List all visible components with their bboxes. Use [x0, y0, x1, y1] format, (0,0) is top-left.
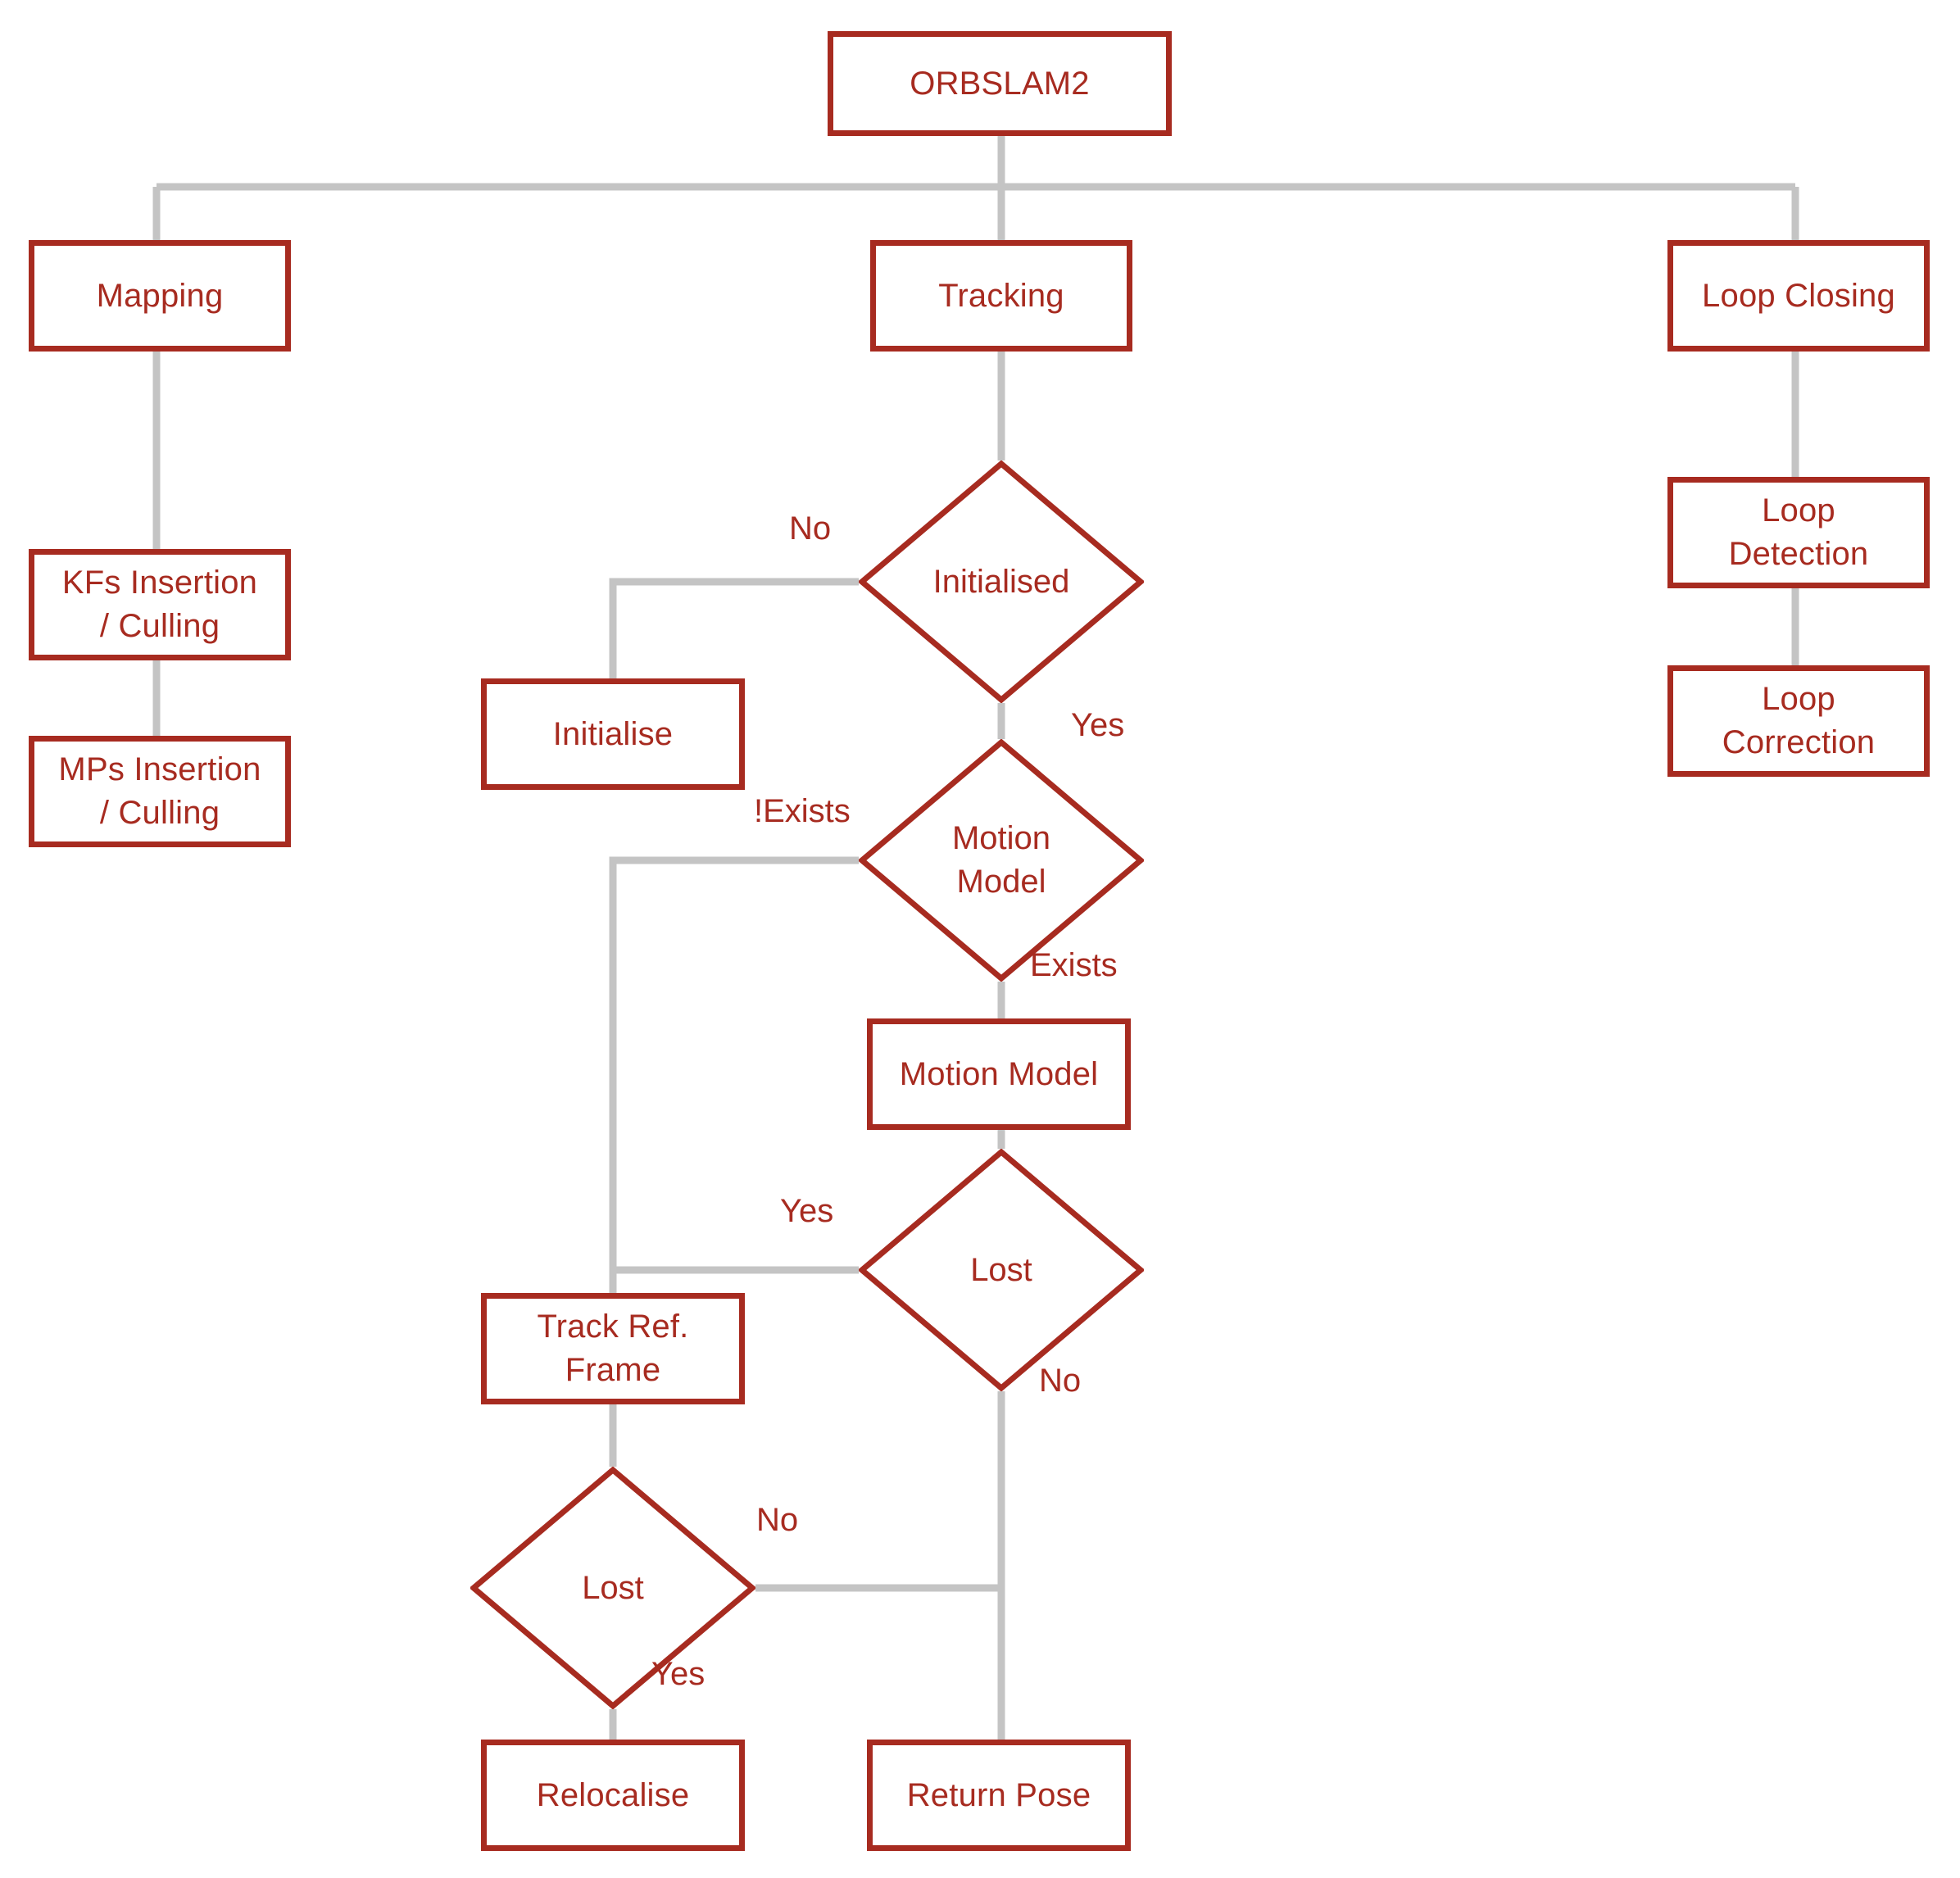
node-loop-detection[interactable]: Loop Detection — [1667, 477, 1930, 588]
edge-label-not-exists: !Exists — [754, 793, 851, 829]
edge-label-yes-initialised: Yes — [1071, 707, 1125, 743]
node-loop-closing[interactable]: Loop Closing — [1667, 240, 1930, 352]
node-orbslam2[interactable]: ORBSLAM2 — [828, 31, 1172, 136]
node-lost-after-track-ref-label: Lost — [582, 1569, 644, 1606]
node-mapping[interactable]: Mapping — [29, 240, 291, 352]
node-mps-insertion-culling[interactable]: MPs Insertion / Culling — [29, 736, 291, 847]
node-initialise[interactable]: Initialise — [481, 678, 745, 790]
edge-label-no-initialised: No — [789, 510, 832, 547]
edge-label-no-lost-2: No — [756, 1502, 799, 1538]
edge-label-yes-lost-1: Yes — [780, 1193, 834, 1229]
node-motion-model-decision[interactable]: Motion Model — [859, 739, 1144, 982]
node-relocalise[interactable]: Relocalise — [481, 1740, 745, 1851]
node-loop-correction[interactable]: Loop Correction — [1667, 665, 1930, 777]
diamond-shape-motion-model — [859, 739, 1144, 982]
node-motion-model-decision-label: Motion Model — [951, 820, 1051, 900]
edge-initialised-initialise — [609, 578, 859, 678]
edge-label-exists: Exists — [1030, 947, 1118, 983]
diamond-shape-initialised — [859, 460, 1144, 703]
node-motion-model[interactable]: Motion Model — [867, 1018, 1131, 1130]
edge-label-no-lost-1: No — [1039, 1363, 1082, 1399]
node-lost-after-motion-model-label: Lost — [970, 1251, 1032, 1288]
node-lost-after-track-ref[interactable]: Lost — [470, 1467, 755, 1709]
node-track-ref-frame[interactable]: Track Ref. Frame — [481, 1293, 745, 1404]
node-kfs-insertion-culling[interactable]: KFs Insertion / Culling — [29, 549, 291, 660]
diamond-shape-lost-2 — [470, 1467, 755, 1709]
node-lost-after-motion-model[interactable]: Lost — [859, 1149, 1144, 1391]
edge-label-yes-lost-2: Yes — [651, 1656, 706, 1692]
node-initialised[interactable]: Initialised — [859, 460, 1144, 703]
node-initialised-label: Initialised — [932, 563, 1070, 600]
node-tracking[interactable]: Tracking — [870, 240, 1132, 352]
edge-motionq-trackref — [609, 856, 859, 1293]
node-return-pose[interactable]: Return Pose — [867, 1740, 1131, 1851]
diamond-shape-lost-1 — [859, 1149, 1144, 1391]
